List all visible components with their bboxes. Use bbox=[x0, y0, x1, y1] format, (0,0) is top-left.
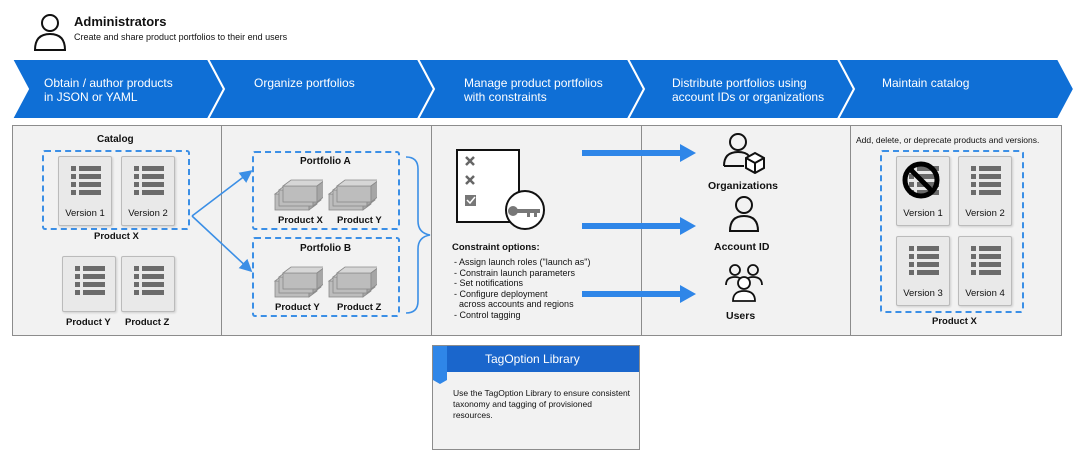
constraint-item: - Constrain launch parameters bbox=[454, 267, 576, 278]
arrow-to-users bbox=[582, 285, 696, 303]
prohibited-icon bbox=[901, 160, 941, 200]
step5-chevron bbox=[836, 58, 1076, 120]
step5-label: Maintain catalog bbox=[882, 76, 969, 90]
step1-line2: in JSON or YAML bbox=[44, 90, 138, 104]
catalog-version2-label: Version 2 bbox=[128, 208, 168, 219]
document-list-icon bbox=[71, 166, 101, 195]
constraint-item: - Assign launch roles ("launch as") bbox=[454, 257, 591, 267]
document-list-icon bbox=[75, 266, 105, 295]
step2-label: Organize portfolios bbox=[254, 76, 355, 90]
step3-line1: Manage product portfolios bbox=[464, 76, 603, 90]
document-list-icon bbox=[971, 246, 1001, 275]
step4-line1: Distribute portfolios using bbox=[672, 76, 807, 90]
administrators-subtitle: Create and share product portfolios to t… bbox=[74, 32, 288, 42]
distribution-arrows bbox=[580, 140, 700, 305]
catalog-panel bbox=[12, 125, 222, 336]
catalog-version1-label: Version 1 bbox=[65, 208, 105, 219]
document-list-icon bbox=[971, 166, 1001, 195]
document-list-icon bbox=[909, 246, 939, 275]
maintain-product-x-label: Product X bbox=[932, 316, 977, 327]
step4-label: Distribute portfolios using account IDs … bbox=[672, 76, 824, 104]
process-chevron-band bbox=[0, 57, 1077, 121]
step2-line1: Organize portfolios bbox=[254, 76, 355, 90]
checklist-key-icon bbox=[455, 148, 550, 230]
constraint-options-title: Constraint options: bbox=[452, 242, 540, 253]
product-z-card bbox=[121, 256, 175, 312]
catalog-product-x-label: Product X bbox=[94, 231, 139, 242]
catalog-to-portfolio-arrows bbox=[190, 160, 260, 280]
portfolio-b-group bbox=[252, 237, 400, 317]
product-stack-icon bbox=[273, 179, 323, 211]
catalog-title: Catalog bbox=[97, 134, 134, 145]
catalog-product-y-label: Product Y bbox=[66, 317, 111, 328]
step4-line2: account IDs or organizations bbox=[672, 90, 825, 104]
portfolio-b-product2: Product Z bbox=[337, 302, 382, 313]
step1-line1: Obtain / author products bbox=[44, 76, 173, 90]
tagoption-library-description: Use the TagOption Library to ensure cons… bbox=[453, 388, 631, 420]
users-label: Users bbox=[726, 310, 756, 322]
arrow-to-organizations bbox=[582, 144, 696, 162]
portfolio-a-product2: Product Y bbox=[337, 215, 382, 226]
maintain-panel bbox=[850, 125, 1062, 336]
tagoption-library-header bbox=[433, 346, 639, 372]
maintain-version3-card: Version 3 bbox=[896, 236, 950, 306]
administrator-user-icon bbox=[32, 12, 68, 52]
maintain-version2-card: Version 2 bbox=[958, 156, 1012, 226]
catalog-version1-card: Version 1 bbox=[58, 156, 112, 226]
maintain-version4-label: Version 4 bbox=[965, 288, 1005, 299]
tagoption-library-title: TagOption Library bbox=[485, 352, 580, 366]
portfolio-b-product1: Product Y bbox=[275, 302, 320, 313]
constraint-item: - Set notifications bbox=[454, 278, 524, 288]
catalog-product-z-label: Product Z bbox=[125, 317, 170, 328]
maintain-caption: Add, delete, or deprecate products and v… bbox=[856, 135, 1040, 145]
organizations-icon bbox=[722, 132, 766, 174]
document-list-icon bbox=[134, 166, 164, 195]
account-id-label: Account ID bbox=[714, 241, 770, 253]
portfolios-panel bbox=[221, 125, 432, 336]
portfolio-b-title: Portfolio B bbox=[300, 243, 352, 254]
portfolio-a-group bbox=[252, 151, 400, 230]
step1-label: Obtain / author products in JSON or YAML bbox=[44, 76, 173, 104]
organizations-label: Organizations bbox=[708, 180, 779, 192]
step3-line2: with constraints bbox=[464, 90, 547, 104]
maintain-version3-label: Version 3 bbox=[903, 288, 943, 299]
document-list-icon bbox=[134, 266, 164, 295]
tagoption-library-box: TagOption Library Use the TagOption Libr… bbox=[432, 345, 640, 450]
product-stack-icon bbox=[327, 179, 377, 211]
arrow-to-account-id bbox=[582, 217, 696, 235]
grouping-brace bbox=[404, 155, 434, 315]
portfolio-a-product1: Product X bbox=[278, 215, 323, 226]
step5-line1: Maintain catalog bbox=[882, 76, 970, 90]
constraint-item: - Control tagging bbox=[454, 309, 521, 320]
catalog-version2-card: Version 2 bbox=[121, 156, 175, 226]
constraints-panel bbox=[431, 125, 642, 336]
portfolio-a-title: Portfolio A bbox=[300, 156, 351, 167]
users-icon bbox=[724, 261, 764, 303]
step3-label: Manage product portfolios with constrain… bbox=[464, 76, 603, 104]
product-x-group bbox=[42, 150, 190, 230]
constraint-options-list: - Assign launch roles ("launch as") - Co… bbox=[454, 257, 590, 320]
tag-flag-icon bbox=[433, 346, 449, 386]
maintain-version4-card: Version 4 bbox=[958, 236, 1012, 306]
maintain-product-x-group bbox=[880, 150, 1024, 313]
administrators-title: Administrators bbox=[74, 14, 167, 29]
product-stack-icon bbox=[327, 266, 377, 298]
maintain-version1-label: Version 1 bbox=[903, 208, 943, 219]
account-id-icon bbox=[727, 195, 761, 233]
product-stack-icon bbox=[273, 266, 323, 298]
product-y-card bbox=[62, 256, 116, 312]
constraint-item: - Configure deployment bbox=[454, 288, 548, 299]
constraint-item: across accounts and regions bbox=[454, 299, 574, 309]
maintain-version2-label: Version 2 bbox=[965, 208, 1005, 219]
